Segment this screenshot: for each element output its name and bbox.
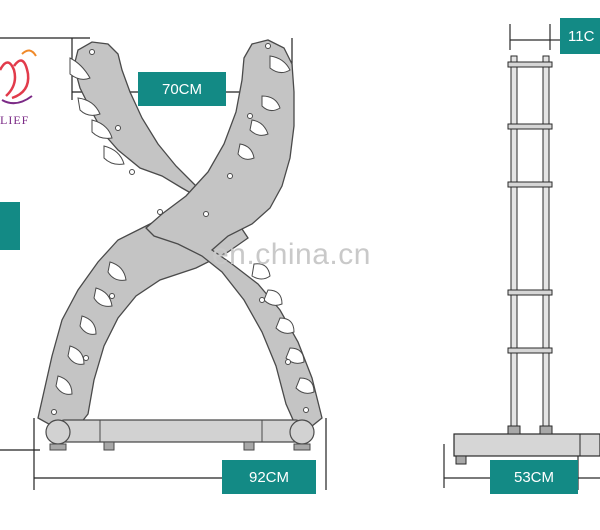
base-width-label: 92CM (222, 460, 316, 494)
front-base-tube (45, 419, 315, 451)
base-width-dimension-line (0, 418, 327, 490)
top-width-label: 70CM (138, 72, 226, 106)
side-view-rack (443, 24, 600, 490)
x-frame (37, 39, 323, 429)
brand-logo-text: LIEF (0, 113, 30, 127)
watermark-text: en.china.cn (212, 238, 371, 271)
side-height-label: 11C (560, 18, 600, 54)
side-base-width-label: 53CM (490, 460, 578, 494)
brand-logo-icon (0, 49, 37, 105)
left-dimension-box (0, 202, 20, 250)
